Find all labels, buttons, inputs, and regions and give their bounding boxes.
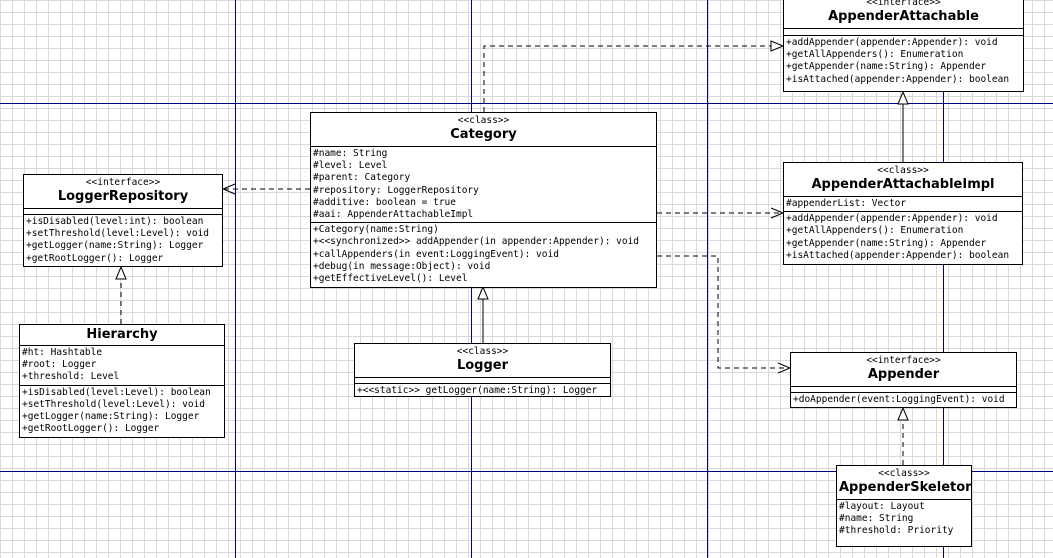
attribute-row: #name: String [313,148,388,159]
operation-row: +getAppender(name:String): Appender [786,61,987,73]
class-box-hierarchy[interactable]: Hierarchy #ht: Hashtable #root: Logger +… [19,324,225,438]
operation-row: +isAttached(appender:Appender): boolean [786,249,1010,261]
operations-section: +<<static>> getLogger(name:String): Logg… [355,384,610,396]
class-name: Appender [867,367,940,382]
attribute-row: #root: Logger [22,359,97,371]
attribute-row: #level: Level [313,160,388,172]
attribute-row: #parent: Category [313,172,411,184]
operation-row: +isDisabled(level:int): boolean [26,216,204,227]
class-header: Hierarchy [20,325,224,346]
operations-section: +addAppender(appender:Appender): void +g… [784,36,1023,87]
operation-row: +isAttached(appender:Appender): boolean [786,73,1010,85]
stereotype-label: <<class>> [457,115,510,126]
operations-section: +isDisabled(level:Level): boolean +setTh… [20,386,224,437]
class-name: AppenderAttachable [828,9,979,24]
relation-lines [121,46,903,465]
class-box-appender-attachable-impl[interactable]: <<class>> AppenderAttachableImpl #append… [783,162,1023,265]
class-box-category[interactable]: <<class>> Category #name: String #level:… [310,112,657,288]
stereotype-label: <<class>> [456,346,509,357]
attributes-section: #name: String #level: Level #parent: Cat… [311,147,656,224]
operation-row: +getAllAppenders(): Enumeration [786,49,964,61]
attributes-section: #layout: Layout #name: String #threshold… [837,500,971,539]
class-name: LoggerRepository [57,189,189,204]
operation-row: +setThreshold(level:Level): void [26,228,210,240]
attribute-row: #aai: AppenderAttachableImpl [313,209,474,221]
class-box-logger[interactable]: <<class>> Logger +<<static>> getLogger(n… [354,343,611,397]
attribute-row: #appenderList: Vector [786,198,907,209]
class-name: Logger [456,358,509,373]
class-name: Hierarchy [86,327,158,342]
dependency-category-appender[interactable] [657,255,790,368]
realization-category-appenderattachable[interactable] [483,46,783,112]
class-box-logger-repository[interactable]: <<interface>> LoggerRepository +isDisabl… [23,174,223,267]
stereotype-label: <<interface>> [85,177,161,188]
attributes-section [355,378,610,384]
attributes-section [791,387,1016,393]
operation-row: +getEffectiveLevel(): Level [313,273,468,285]
operation-row: +<<static>> getLogger(name:String): Logg… [357,385,598,396]
class-header: <<class>> Category [311,113,656,147]
operation-row: +callAppenders(in event:LoggingEvent): v… [313,248,559,260]
stereotype-label: <<class>> [878,468,930,479]
attribute-row: #threshold: Priority [839,525,954,537]
operations-section: +Category(name:String) +<<synchronized>>… [311,223,656,286]
attribute-row: +threshold: Level [22,371,120,383]
operation-row: +doAppender(event:LoggingEvent): void [793,394,1005,405]
operation-row: +isDisabled(level:Level): boolean [22,386,211,398]
attribute-row: #name: String [839,513,914,525]
operations-section: +isDisabled(level:int): boolean +setThre… [24,215,222,266]
stereotype-label: <<interface>> [866,0,941,8]
operation-row: +getRootLogger(): Logger [26,252,164,264]
class-name: AppenderSkeleton [839,480,972,495]
operation-row: +getAllAppenders(): Enumeration [786,225,964,237]
class-header: <<class>> AppenderSkeleton [837,466,971,500]
class-name: Category [450,127,517,142]
class-header: <<class>> Logger [355,344,610,378]
class-header: <<interface>> Appender [791,353,1016,387]
attribute-row: #additive: boolean = true [313,196,456,208]
operation-row: +getRootLogger(): Logger [22,423,160,435]
class-box-appender-skeleton[interactable]: <<class>> AppenderSkeleton #layout: Layo… [836,465,972,547]
operations-section: +addAppender(appender:Appender): void +g… [784,212,1022,263]
class-header: <<interface>> AppenderAttachable [784,0,1023,29]
operation-row: +debug(in message:Object): void [313,260,491,272]
operation-row: +getAppender(name:String): Appender [786,237,987,249]
class-name: AppenderAttachableImpl [811,177,995,192]
operation-row: +addAppender(appender:Appender): void [786,37,998,48]
class-header: <<interface>> LoggerRepository [24,175,222,209]
operations-section: +doAppender(event:LoggingEvent): void [791,393,1016,407]
class-header: <<class>> AppenderAttachableImpl [784,163,1022,197]
operation-row: +addAppender(appender:Appender): void [786,213,998,225]
stereotype-label: <<class>> [877,165,929,176]
attribute-row: #ht: Hashtable [22,347,103,358]
attributes-section: #ht: Hashtable #root: Logger +threshold:… [20,346,224,386]
operation-row: +getLogger(name:String): Logger [22,411,200,423]
operation-row: +setThreshold(level:Level): void [22,398,206,410]
attribute-row: #repository: LoggerRepository [313,184,479,196]
class-box-appender-attachable[interactable]: <<interface>> AppenderAttachable +addApp… [783,0,1024,92]
attributes-section: #appenderList: Vector [784,197,1022,213]
attributes-section [784,29,1023,36]
stereotype-label: <<interface>> [866,355,941,366]
class-box-appender[interactable]: <<interface>> Appender +doAppender(event… [790,352,1017,408]
operation-row: +<<synchronized>> addAppender(in appende… [313,236,640,248]
operation-row: +Category(name:String) [313,224,439,236]
attribute-row: #layout: Layout [839,501,925,512]
operation-row: +getLogger(name:String): Logger [26,240,204,252]
attributes-section [24,209,222,215]
